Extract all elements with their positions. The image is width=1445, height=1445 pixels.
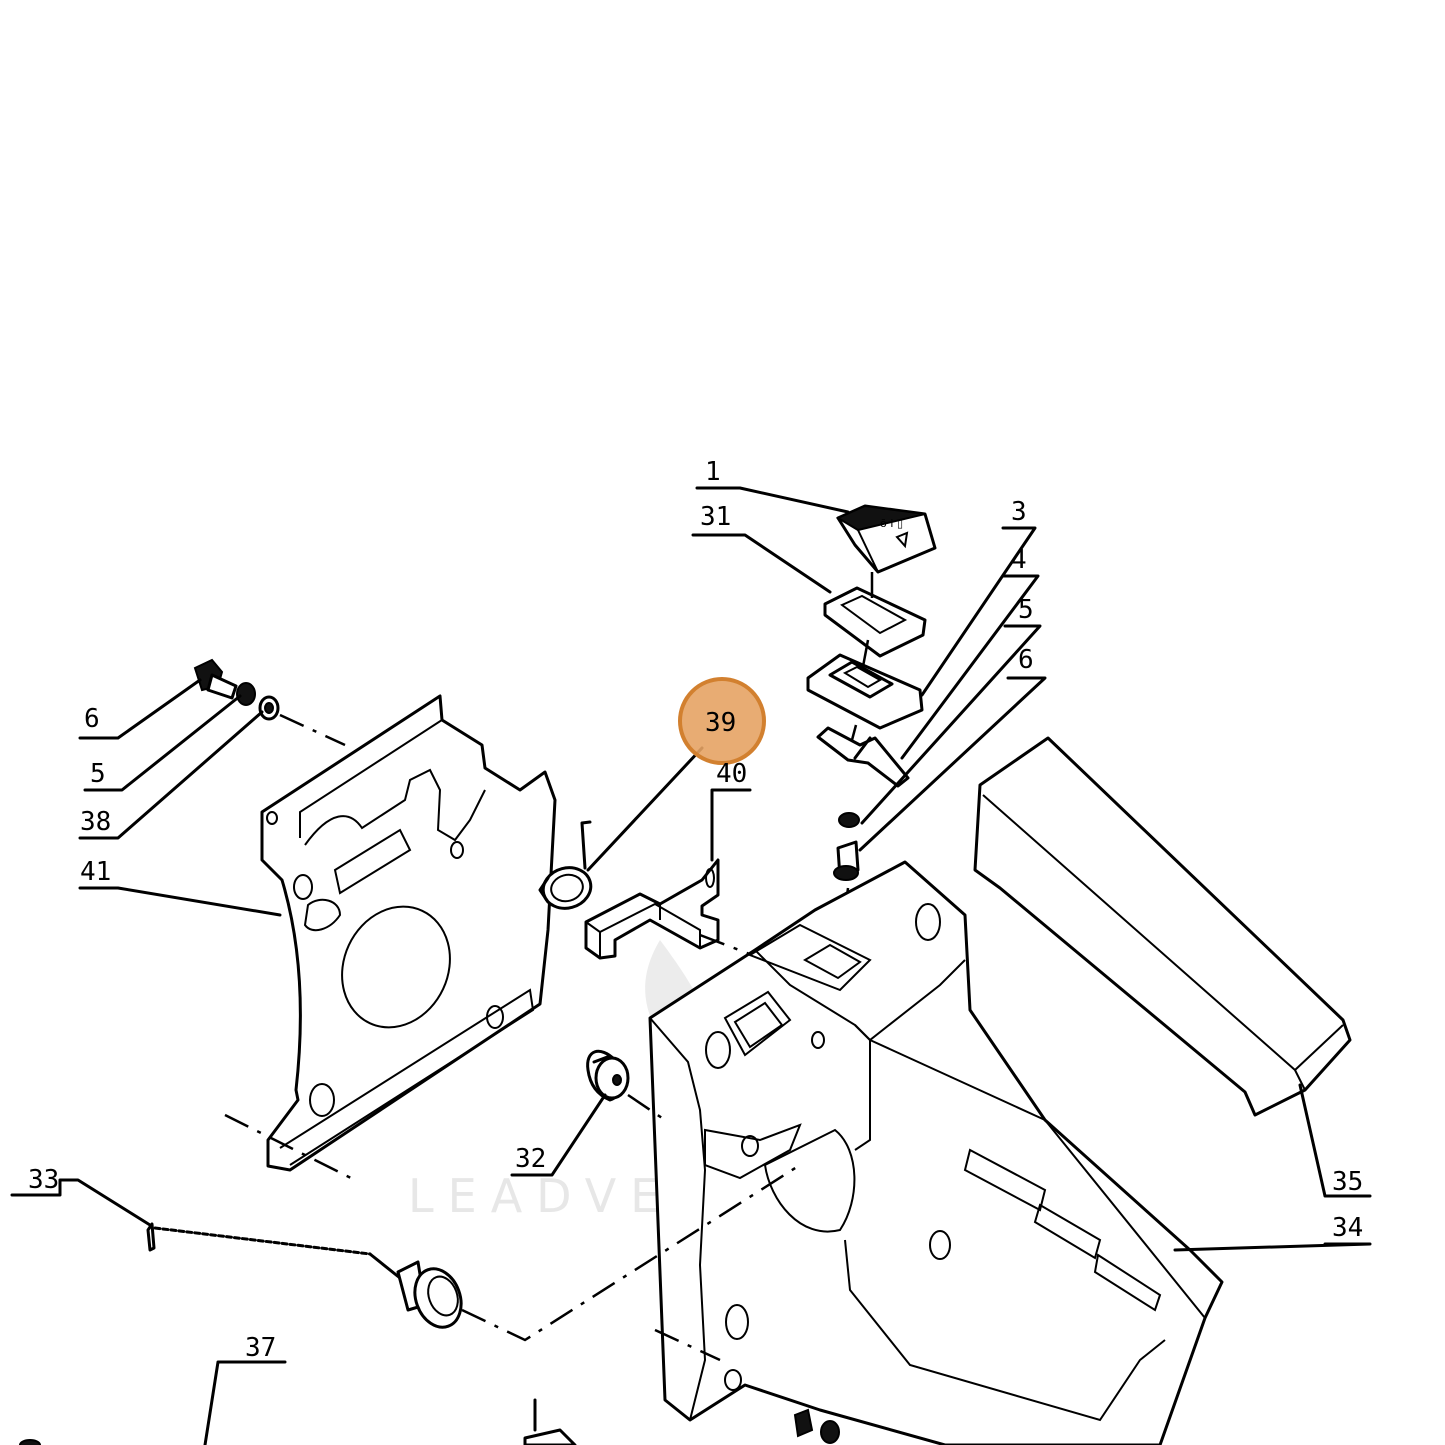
callout-6-left[interactable]: 6 bbox=[84, 704, 100, 734]
part-33-cable bbox=[146, 1222, 463, 1329]
callout-32[interactable]: 32 bbox=[515, 1144, 546, 1174]
part-35-grip-pad bbox=[973, 736, 1352, 1117]
part-40-bracket bbox=[584, 858, 720, 960]
part-5-washer-left bbox=[236, 682, 256, 706]
leader-lines bbox=[10, 486, 1372, 1445]
part-5-washer-right bbox=[838, 812, 860, 828]
part-39-spring bbox=[538, 820, 593, 910]
callout-31[interactable]: 31 bbox=[700, 502, 731, 532]
callout-labels: 1 31 3 4 5 6 39 40 6 5 38 41 32 33 35 34… bbox=[28, 457, 1363, 1363]
part-3-switch-frame bbox=[806, 653, 924, 730]
part-34-handle-housing bbox=[648, 860, 1224, 1445]
callout-40[interactable]: 40 bbox=[716, 759, 747, 789]
callout-34[interactable]: 34 bbox=[1332, 1213, 1363, 1243]
callout-35[interactable]: 35 bbox=[1332, 1167, 1363, 1197]
callout-5-right[interactable]: 5 bbox=[1018, 595, 1034, 625]
callout-38[interactable]: 38 bbox=[80, 807, 111, 837]
part-31-switch-plate bbox=[823, 586, 927, 658]
callout-4[interactable]: 4 bbox=[1011, 545, 1027, 575]
part-41-side-plate bbox=[260, 694, 557, 1172]
callout-3[interactable]: 3 bbox=[1011, 497, 1027, 527]
part-6-bolt-left bbox=[193, 658, 238, 700]
part-32-grommet bbox=[586, 1049, 630, 1102]
callout-1[interactable]: 1 bbox=[705, 457, 721, 487]
callout-41[interactable]: 41 bbox=[80, 857, 111, 887]
callout-33[interactable]: 33 bbox=[28, 1165, 59, 1195]
callout-6-right[interactable]: 6 bbox=[1018, 645, 1034, 675]
part-38-washer bbox=[258, 695, 280, 721]
callout-37[interactable]: 37 bbox=[245, 1333, 276, 1363]
part-4-switch-contact bbox=[816, 726, 910, 788]
part-6-screw-right bbox=[833, 840, 860, 881]
callout-5-left[interactable]: 5 bbox=[90, 759, 106, 789]
highlight-marker-39 bbox=[678, 677, 766, 765]
callout-39[interactable]: 39 bbox=[705, 708, 736, 738]
part-1-switch-button: ō I ▯ bbox=[835, 504, 937, 574]
part-37-lower bbox=[19, 1398, 577, 1445]
svg-text:ō I ▯: ō I ▯ bbox=[880, 517, 903, 530]
